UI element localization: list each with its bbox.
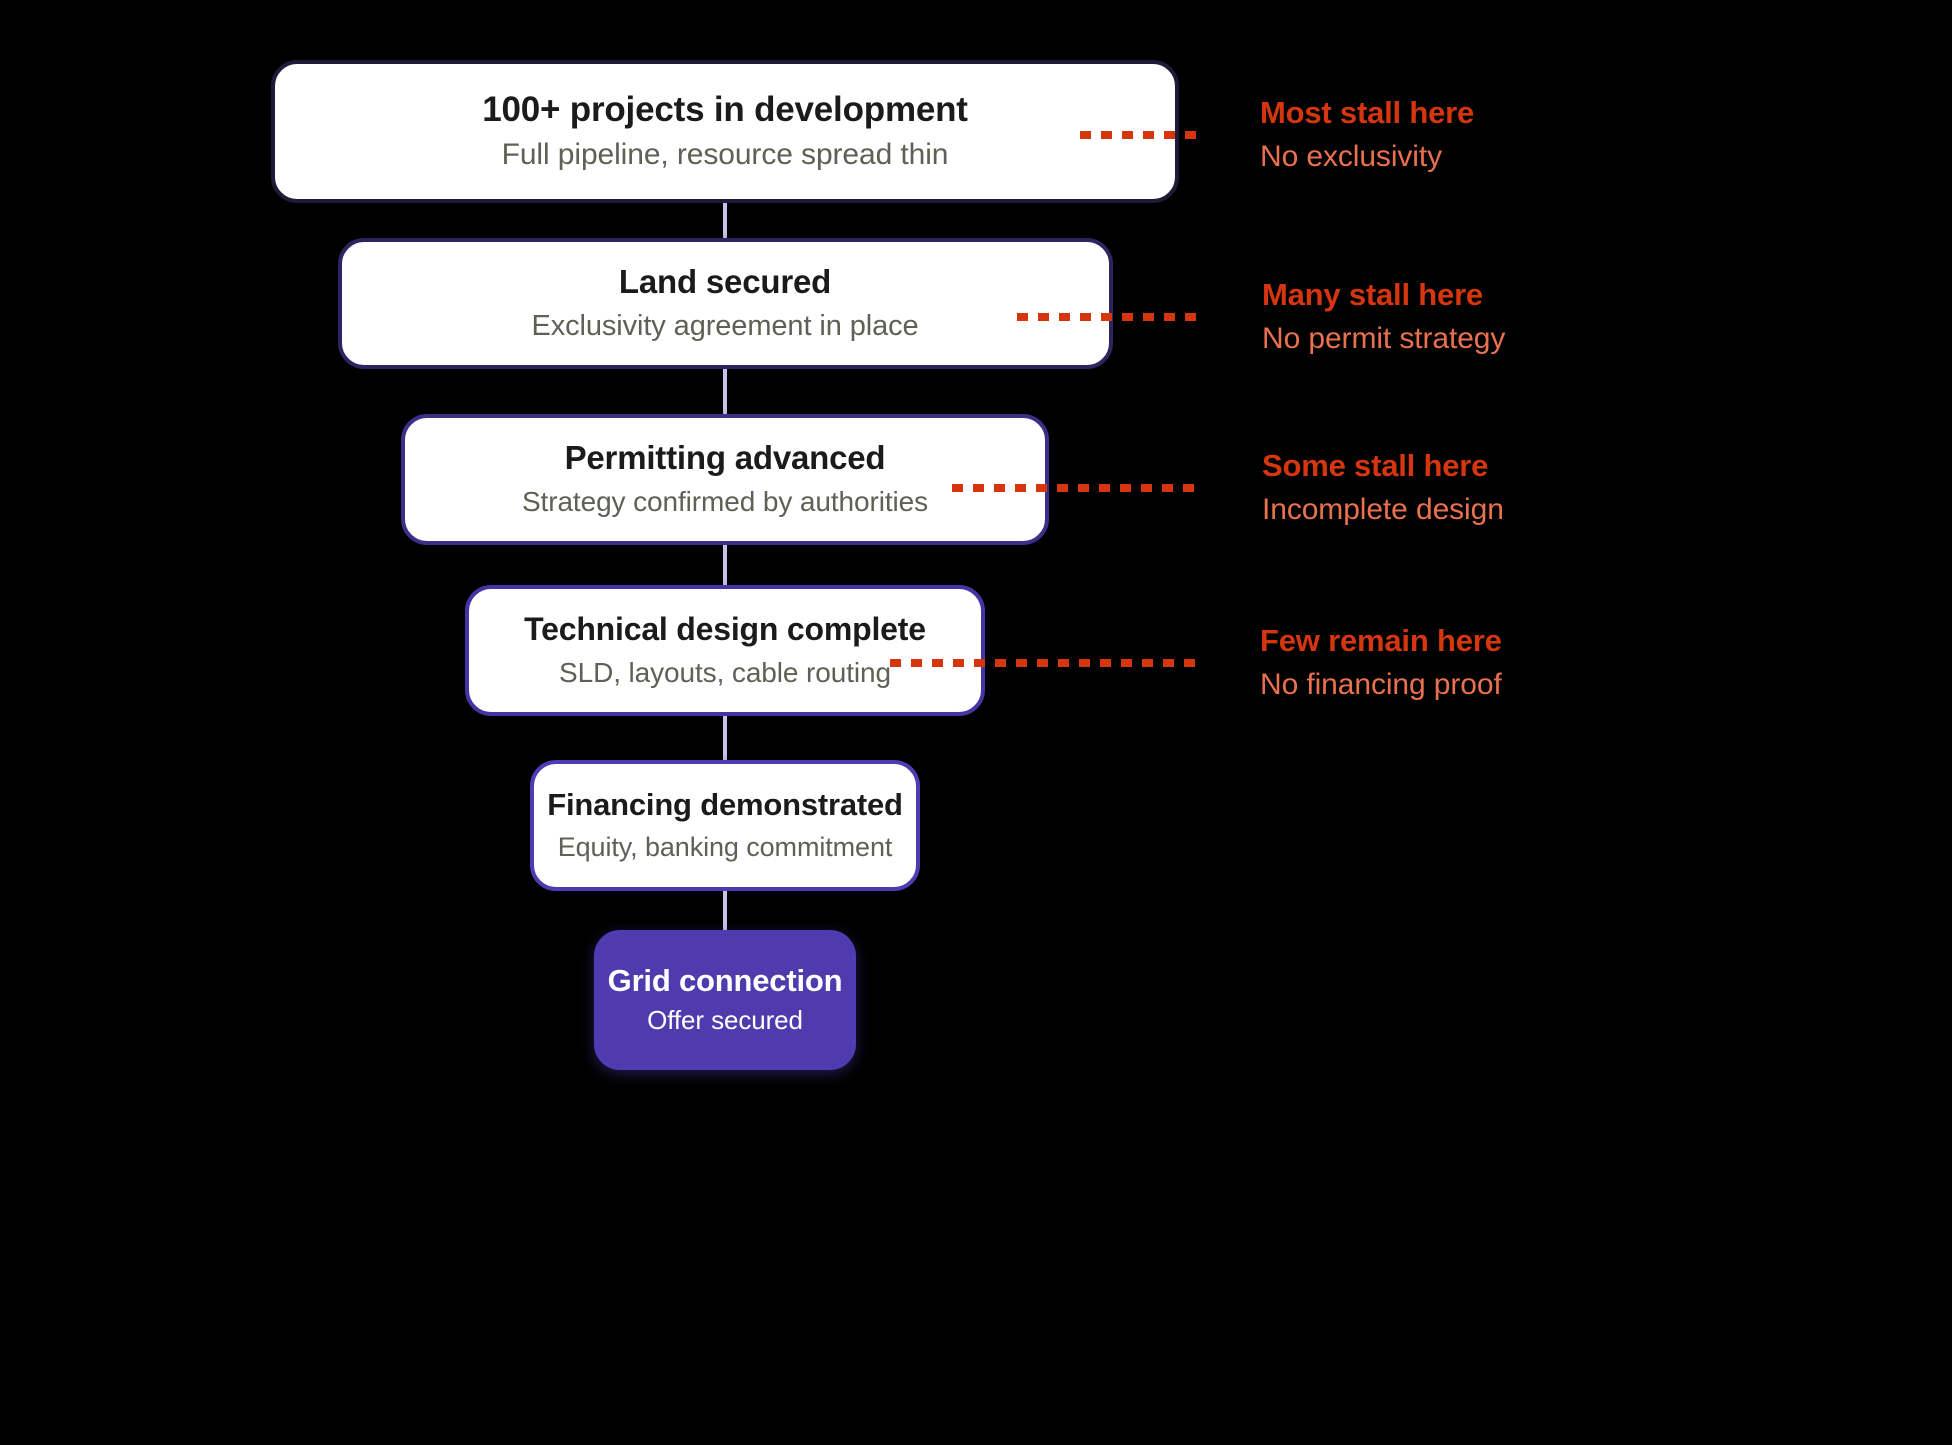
annotation-reason: No permit strategy bbox=[1262, 322, 1506, 356]
dotted-leader-line-icon bbox=[890, 659, 1200, 667]
funnel-stage-4[interactable]: Technical design complete SLD, layouts, … bbox=[0, 585, 1450, 716]
annotation-headline: Few remain here bbox=[1260, 623, 1502, 659]
stage-subtitle: Full pipeline, resource spread thin bbox=[501, 138, 949, 172]
annotation-1: Most stall here No exclusivity bbox=[1080, 80, 1940, 190]
stage-card[interactable]: Land secured Exclusivity agreement in pl… bbox=[337, 238, 1113, 369]
annotation-headline: Some stall here bbox=[1262, 448, 1489, 484]
stage-title: Financing demonstrated bbox=[547, 787, 903, 823]
annotation-3: Some stall here Incomplete design bbox=[952, 433, 1940, 543]
annotation-text: Most stall here No exclusivity bbox=[1260, 95, 1474, 174]
stage-title: Land secured bbox=[618, 262, 832, 300]
annotation-reason: Incomplete design bbox=[1262, 493, 1504, 527]
annotation-text: Many stall here No permit strategy bbox=[1262, 277, 1505, 356]
stage-title: Grid connection bbox=[607, 962, 843, 998]
stage-subtitle: Equity, banking commitment bbox=[557, 831, 893, 862]
stage-title: 100+ projects in development bbox=[482, 90, 968, 130]
dotted-leader-line-icon bbox=[952, 484, 1202, 492]
stage-card[interactable]: Permitting advanced Strategy confirmed b… bbox=[401, 414, 1049, 545]
stage-connector-2-3 bbox=[723, 369, 727, 414]
funnel-stage-5[interactable]: Financing demonstrated Equity, banking c… bbox=[0, 760, 1450, 891]
annotation-reason: No financing proof bbox=[1260, 668, 1502, 702]
stage-title: Permitting advanced bbox=[564, 439, 886, 477]
funnel-stage-2[interactable]: Land secured Exclusivity agreement in pl… bbox=[0, 238, 1450, 369]
stage-connector-4-5 bbox=[723, 716, 727, 760]
funnel-stage-3[interactable]: Permitting advanced Strategy confirmed b… bbox=[0, 414, 1450, 545]
stage-card[interactable]: Technical design complete SLD, layouts, … bbox=[465, 585, 985, 716]
annotation-headline: Most stall here bbox=[1260, 95, 1475, 131]
funnel-stage-1[interactable]: 100+ projects in development Full pipeli… bbox=[0, 60, 1450, 203]
annotation-2: Many stall here No permit strategy bbox=[1017, 262, 1940, 372]
stage-card[interactable]: Financing demonstrated Equity, banking c… bbox=[530, 760, 920, 891]
dotted-leader-line-icon bbox=[1080, 131, 1200, 139]
stage-title: Technical design complete bbox=[524, 610, 926, 647]
annotation-headline: Many stall here bbox=[1262, 277, 1483, 313]
funnel-stage-column: 100+ projects in development Full pipeli… bbox=[0, 60, 1450, 1070]
stage-subtitle: Exclusivity agreement in place bbox=[531, 309, 919, 342]
stage-subtitle: SLD, layouts, cable routing bbox=[559, 656, 891, 688]
annotation-4: Few remain here No financing proof bbox=[890, 608, 1940, 718]
annotation-text: Few remain here No financing proof bbox=[1260, 623, 1502, 702]
funnel-stage-6[interactable]: Grid connection Offer secured bbox=[0, 930, 1450, 1070]
stage-subtitle: Offer secured bbox=[647, 1005, 803, 1036]
dotted-leader-line-icon bbox=[1017, 313, 1202, 321]
stage-card[interactable]: 100+ projects in development Full pipeli… bbox=[271, 60, 1179, 203]
stage-subtitle: Strategy confirmed by authorities bbox=[521, 486, 928, 518]
annotation-text: Some stall here Incomplete design bbox=[1262, 448, 1504, 527]
stage-card-final[interactable]: Grid connection Offer secured bbox=[594, 930, 856, 1070]
stage-connector-3-4 bbox=[723, 545, 727, 585]
stage-connector-5-6 bbox=[723, 891, 727, 930]
annotation-reason: No exclusivity bbox=[1260, 140, 1442, 174]
stage-connector-1-2 bbox=[723, 203, 727, 238]
